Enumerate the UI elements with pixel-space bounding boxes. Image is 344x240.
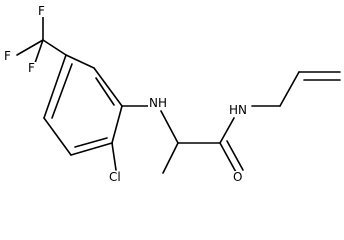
ring-bond-4 — [70, 142, 113, 156]
ring-bond-6 — [43, 54, 67, 119]
bond-drawing — [16, 16, 341, 175]
ring-double-2 — [95, 77, 115, 106]
bond-c-f-left — [16, 39, 44, 56]
chlorine-label: Cl — [108, 170, 122, 184]
oxygen-label: O — [232, 170, 244, 184]
amine-nh-label: NH — [148, 96, 168, 110]
fluorine-left-label: F — [3, 49, 12, 63]
amide-nh-label: HN — [228, 103, 248, 117]
bond-ring-cl — [111, 142, 117, 171]
ring-bond-2 — [93, 67, 123, 107]
bond-nh-ch — [160, 110, 179, 144]
bond-ch-ch3 — [162, 142, 179, 174]
ring-bond-5 — [43, 117, 72, 156]
fluorine-bottom-label: F — [27, 61, 36, 75]
bond-c-o-1 — [219, 142, 238, 175]
bond-co-nh — [219, 117, 235, 144]
ring-double-3 — [74, 137, 108, 148]
molecule-structure: F F F NH HN Cl O — [3, 4, 341, 184]
fluorine-top-label: F — [37, 4, 46, 18]
bond-ch2-ch — [279, 71, 300, 107]
bond-c-o-2 — [226, 140, 244, 171]
ring-bond-1 — [65, 54, 95, 69]
bond-c-ring — [42, 39, 67, 56]
ring-double-1 — [51, 63, 73, 119]
ring-bond-3 — [111, 105, 123, 144]
bond-c-f-bottom — [34, 39, 44, 64]
